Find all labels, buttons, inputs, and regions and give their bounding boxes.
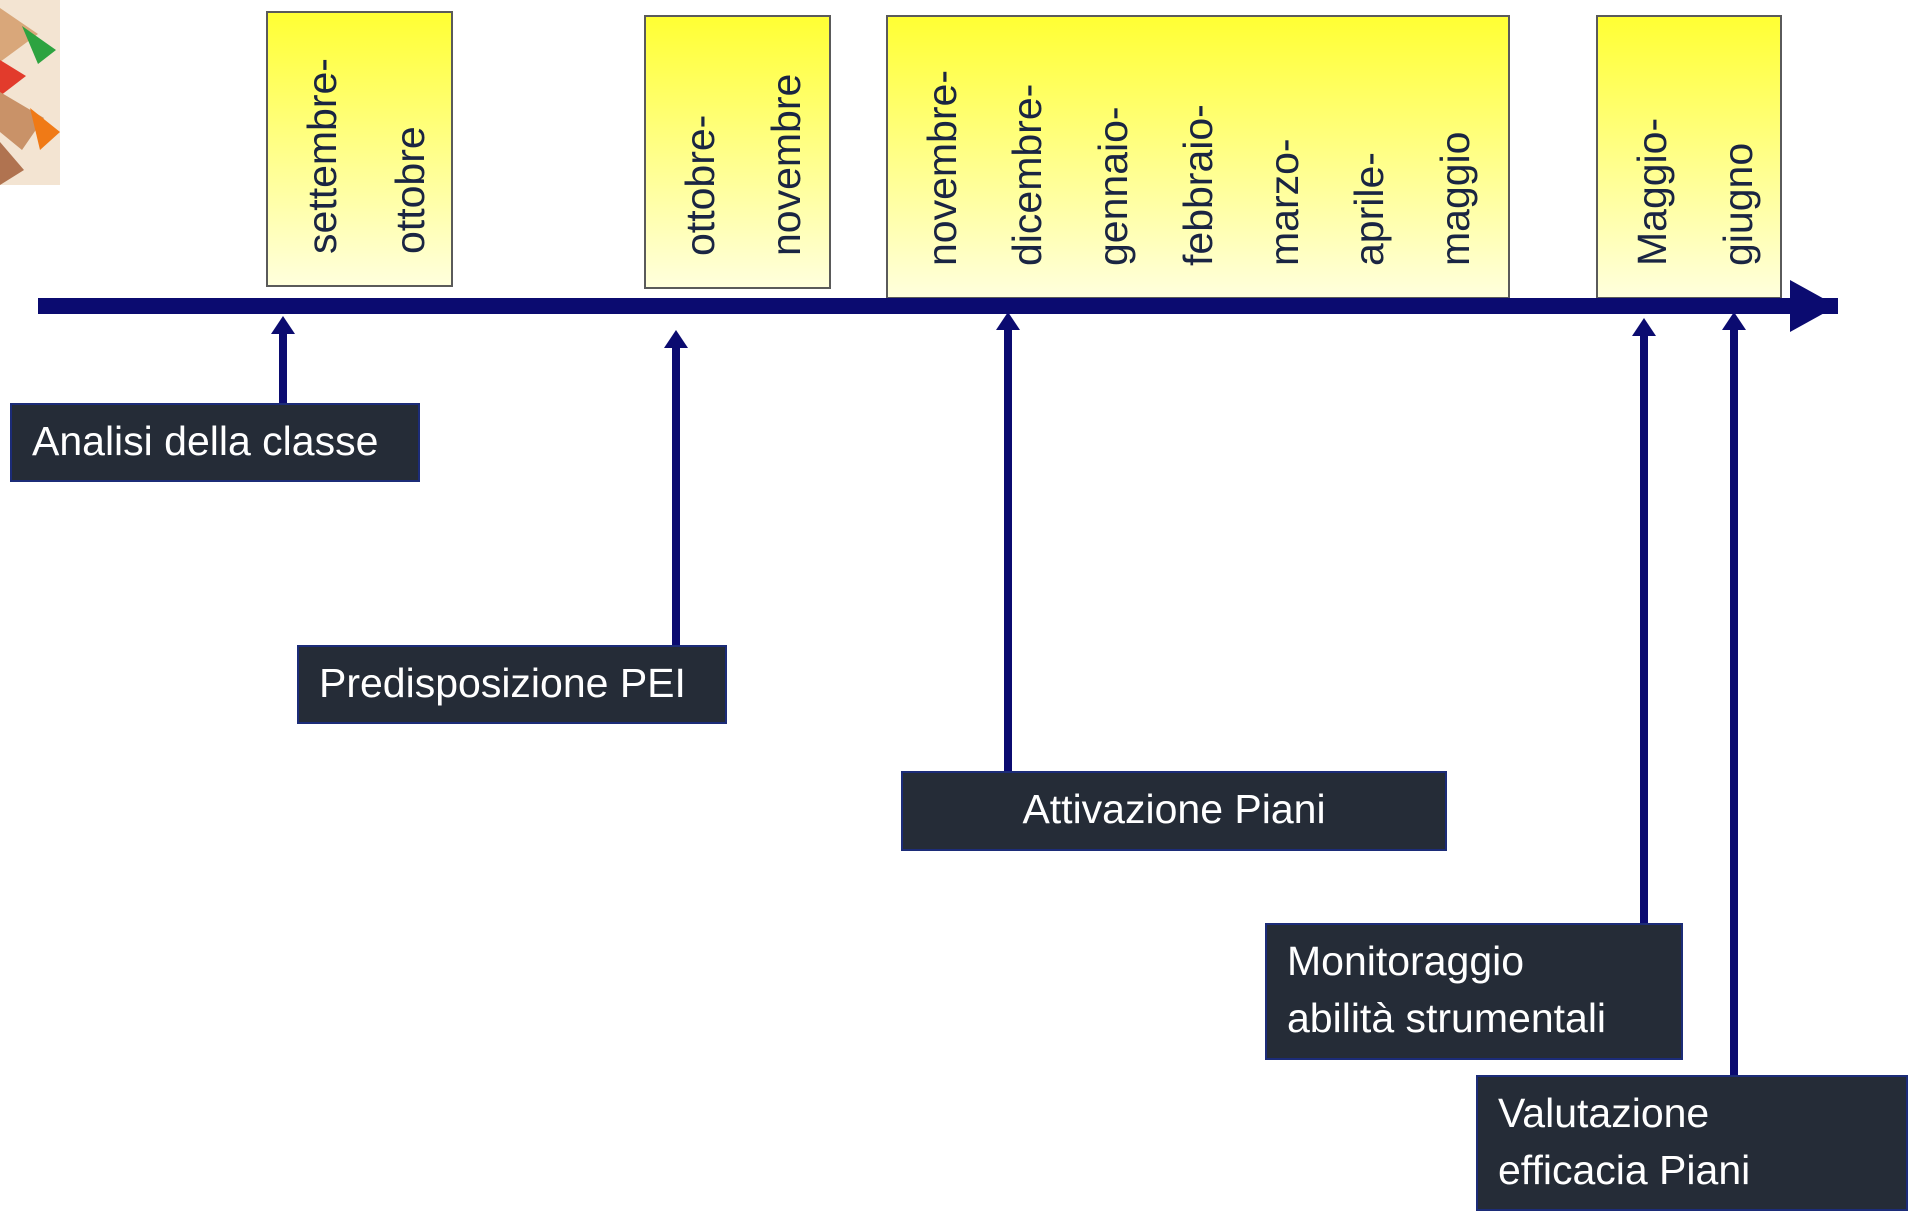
phase-label-line: Monitoraggio <box>1287 938 1525 984</box>
month-label: giugno <box>1715 143 1761 266</box>
connector-analisi <box>271 316 295 403</box>
connector-monitoraggio <box>1632 318 1656 924</box>
month-box-background <box>1596 15 1782 299</box>
month-label: febbraio- <box>1175 104 1221 266</box>
month-label: novembre- <box>919 70 965 266</box>
connector-arrowhead <box>664 330 688 348</box>
month-box-may-jun: Maggio-giugno <box>1596 15 1782 299</box>
phase-label-attivazione: Attivazione Piani <box>901 771 1447 851</box>
phase-label-line: abilità strumentali <box>1287 995 1607 1041</box>
timeline-axis <box>38 298 1838 314</box>
month-box-sep-oct: settembre-ottobre <box>266 11 453 287</box>
connector-line <box>1640 332 1648 924</box>
month-label: Maggio- <box>1629 118 1675 266</box>
month-box-oct-nov: ottobre-novembre <box>644 15 831 289</box>
month-box-background <box>266 11 453 287</box>
connector-line <box>279 330 287 403</box>
connector-attivazione <box>996 312 1020 772</box>
phase-label-analisi: Analisi della classe <box>10 403 420 482</box>
connector-pei <box>664 330 688 646</box>
phase-label-monitoraggio: Monitoraggio abilità strumentali <box>1265 923 1683 1060</box>
phase-label-line: efficacia Piani <box>1498 1147 1751 1193</box>
connector-arrowhead <box>1722 312 1746 330</box>
month-box-background <box>644 15 831 289</box>
phase-label-valutazione: Valutazione efficacia Piani <box>1476 1075 1908 1211</box>
phase-label-line: Attivazione Piani <box>1022 786 1326 832</box>
month-label: maggio <box>1432 132 1478 266</box>
month-label: marzo- <box>1261 138 1307 266</box>
phase-label-line: Analisi della classe <box>32 418 379 464</box>
phase-label-line: Predisposizione PEI <box>319 660 686 706</box>
connector-arrowhead <box>1632 318 1656 336</box>
month-label: gennaio- <box>1090 106 1136 266</box>
month-label: novembre <box>763 74 809 256</box>
month-label: settembre- <box>299 58 345 254</box>
connector-line <box>1004 326 1012 772</box>
month-box-nov-may: novembre-dicembre-gennaio-febbraio-marzo… <box>886 15 1510 299</box>
month-label: ottobre- <box>677 115 723 256</box>
month-box-background <box>886 15 1510 299</box>
month-label: dicembre- <box>1004 84 1050 266</box>
month-label: ottobre <box>387 126 433 254</box>
connector-valutazione <box>1722 312 1746 1076</box>
connector-arrowhead <box>996 312 1020 330</box>
colored-pencils-image <box>0 0 60 185</box>
phase-label-pei: Predisposizione PEI <box>297 645 727 724</box>
connector-line <box>1730 326 1738 1076</box>
timeline-arrowhead <box>1790 280 1837 332</box>
connector-arrowhead <box>271 316 295 334</box>
month-label: aprile- <box>1346 152 1392 266</box>
phase-connectors <box>271 312 1746 1076</box>
phase-label-line: Valutazione <box>1498 1090 1710 1136</box>
connector-line <box>672 344 680 646</box>
